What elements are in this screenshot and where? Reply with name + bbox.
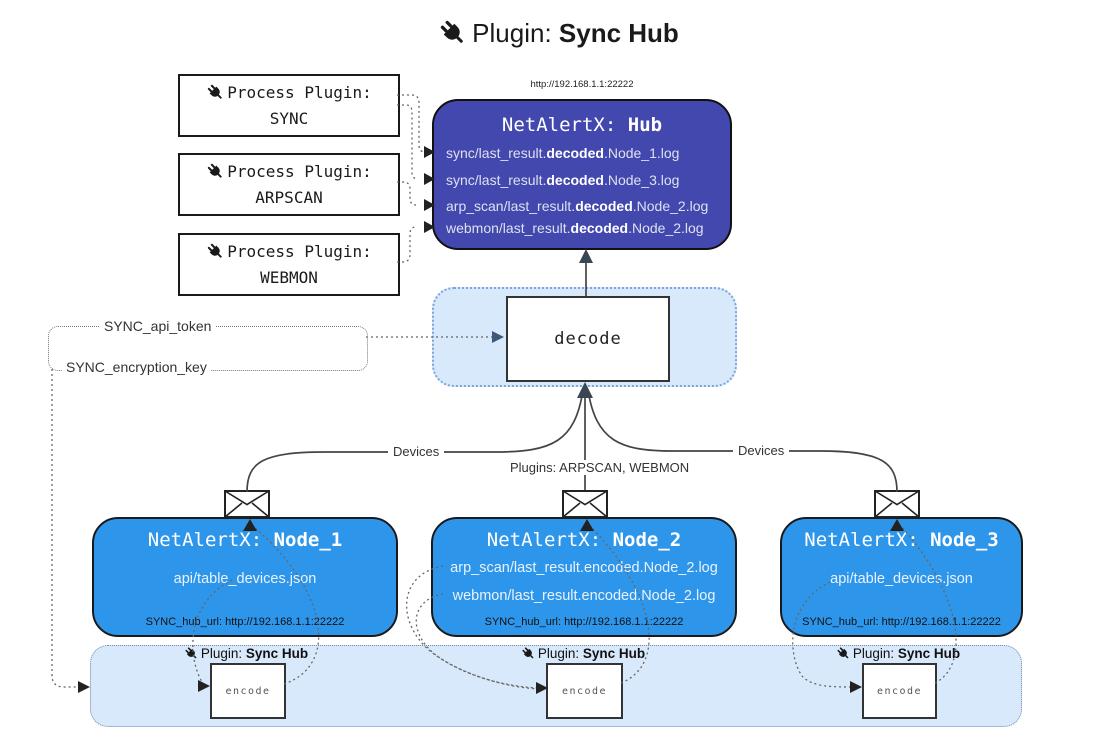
node-file: arp_scan/last_result.encoded.Node_2.log [450, 560, 718, 576]
hub-title: NetAlertX: Hub [501, 114, 663, 136]
plug-icon [206, 162, 225, 181]
hub-log-row: webmon/last_result.decoded.Node_2.log [446, 220, 704, 236]
plug-icon [521, 646, 536, 661]
node-title: NetAlertX: Node_1 [147, 529, 343, 551]
devices-edge-label-right: Devices [733, 443, 790, 458]
process-plugin-webmon: Process Plugin: WEBMON [178, 233, 400, 296]
node-2-box: NetAlertX: Node_2 arp_scan/last_result.e… [431, 517, 737, 637]
node-3-box: NetAlertX: Node_3 api/table_devices.json… [780, 517, 1023, 637]
encode-box: encode [546, 663, 623, 719]
sync-api-token-label: SYNC_api_token [100, 318, 216, 334]
plug-icon [206, 83, 225, 102]
encode-box: encode [210, 663, 286, 719]
sync-encryption-key-label: SYNC_encryption_key [62, 359, 211, 375]
plugins-edge-label: Plugins: ARPSCAN, WEBMON [505, 460, 695, 475]
plug-icon [184, 646, 199, 661]
process-plugin-label: Process Plugin: [227, 241, 372, 261]
process-plugin-name: ARPSCAN [255, 187, 323, 207]
process-plugin-arpscan: Process Plugin: ARPSCAN [178, 153, 400, 216]
node-hub-url: SYNC_hub_url: http://192.168.1.1:22222 [145, 616, 345, 628]
title-name: Sync Hub [558, 18, 679, 48]
hub-log-row: arp_scan/last_result.decoded.Node_2.log [446, 198, 709, 214]
hub-log-row: sync/last_result.decoded.Node_3.log [446, 172, 680, 188]
hub-box: NetAlertX: Hub sync/last_result.decoded.… [432, 99, 732, 250]
decode-box: decode [506, 296, 670, 382]
page-title: Plugin: Sync Hub [0, 18, 1117, 49]
process-plugin-name: SYNC [269, 108, 309, 128]
envelope-icon [874, 490, 920, 518]
process-plugin-sync: Process Plugin: SYNC [178, 74, 400, 137]
devices-edge-label-left: Devices [388, 444, 445, 459]
plug-icon [438, 18, 468, 48]
node-file: api/table_devices.json [173, 571, 317, 587]
node-1-box: NetAlertX: Node_1 api/table_devices.json… [92, 517, 398, 637]
encode-box: encode [862, 663, 937, 719]
plug-icon [836, 646, 851, 661]
node-hub-url: SYNC_hub_url: http://192.168.1.1:22222 [484, 616, 684, 628]
hub-log-row: sync/last_result.decoded.Node_1.log [446, 145, 680, 161]
band-plugin-label: Plugin: Sync Hub [483, 646, 683, 661]
node-file: api/table_devices.json [830, 571, 973, 587]
node-hub-url: SYNC_hub_url: http://192.168.1.1:22222 [802, 616, 1001, 628]
band-plugin-label: Plugin: Sync Hub [146, 646, 346, 661]
title-prefix: Plugin: [472, 18, 552, 48]
node-title: NetAlertX: Node_3 [804, 529, 999, 551]
envelope-icon [224, 490, 270, 518]
envelope-icon [562, 490, 608, 518]
process-plugin-label: Process Plugin: [227, 161, 372, 181]
plug-icon [206, 242, 225, 261]
process-plugin-label: Process Plugin: [227, 82, 372, 102]
node-file: webmon/last_result.encoded.Node_2.log [452, 588, 716, 604]
node-title: NetAlertX: Node_2 [486, 529, 682, 551]
hub-url-label: http://192.168.1.1:22222 [530, 79, 634, 90]
band-plugin-label: Plugin: Sync Hub [798, 646, 998, 661]
process-plugin-name: WEBMON [260, 267, 318, 287]
